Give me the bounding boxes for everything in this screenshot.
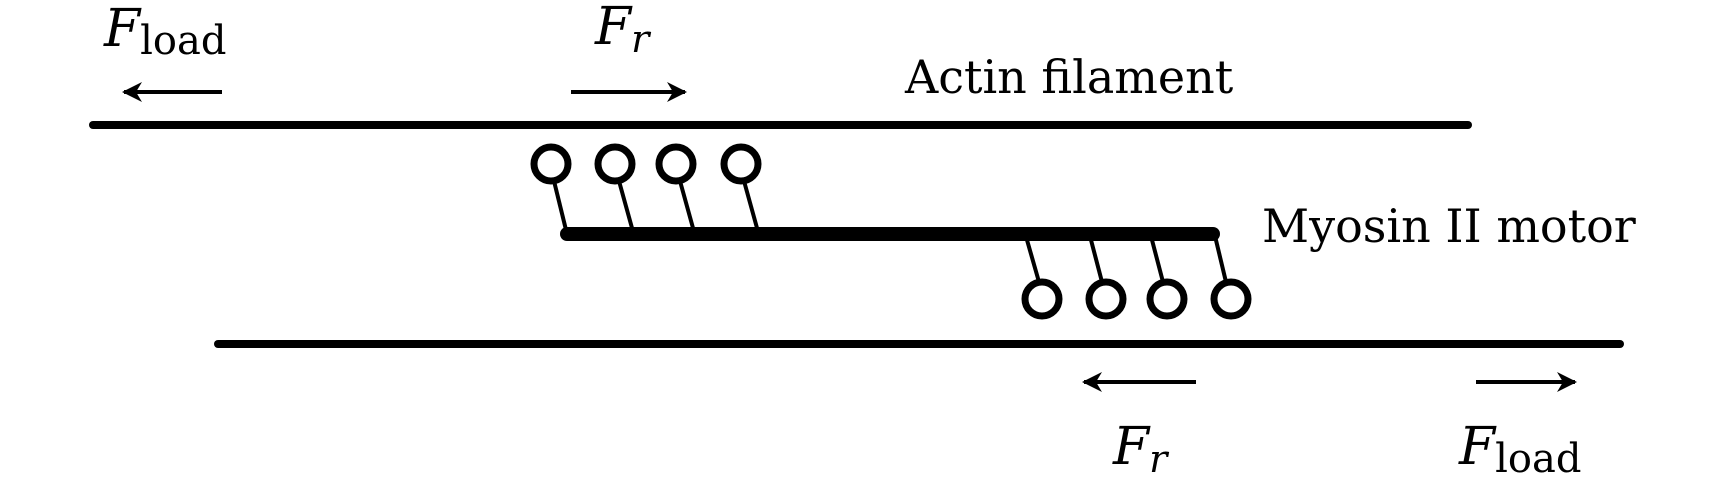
force-subscript: r [631,17,652,61]
force-label-load-top: Fload [103,0,226,64]
myosin-head [594,143,636,185]
myosin-lever [617,180,634,229]
myosin-motor-label: Myosin II motor [1262,199,1636,253]
force-symbol: F [1112,417,1151,477]
myosin-heads-upper [530,143,762,235]
force-subscript: r [1149,437,1170,479]
myosin-head [1085,278,1127,320]
myosin-head [655,143,697,185]
force-subscript: load [1495,436,1581,479]
myosin-lever [742,180,759,229]
myosin-lever [552,180,569,235]
force-symbol: F [594,0,633,57]
myosin-head [1146,278,1188,320]
myosin-head [720,143,762,185]
force-label-r-bottom: Fr [1112,417,1170,479]
myosin-head [530,143,572,185]
force-subscript: load [140,18,226,64]
myosin-lever [1213,235,1228,283]
myosin-lever [1089,239,1104,283]
actin-filament-label: Actin filament [904,50,1234,104]
myosin-head [1021,278,1063,320]
myosin-lever [1025,239,1041,283]
force-symbol: F [1458,417,1497,477]
myosin-lever [678,180,695,229]
myosin-heads-lower [1021,235,1252,320]
force-label-r-top: Fr [594,0,652,61]
force-label-load-bottom: Fload [1458,417,1581,479]
force-symbol: F [103,0,142,59]
myosin-lever [1150,239,1165,283]
myosin-head [1210,278,1252,320]
